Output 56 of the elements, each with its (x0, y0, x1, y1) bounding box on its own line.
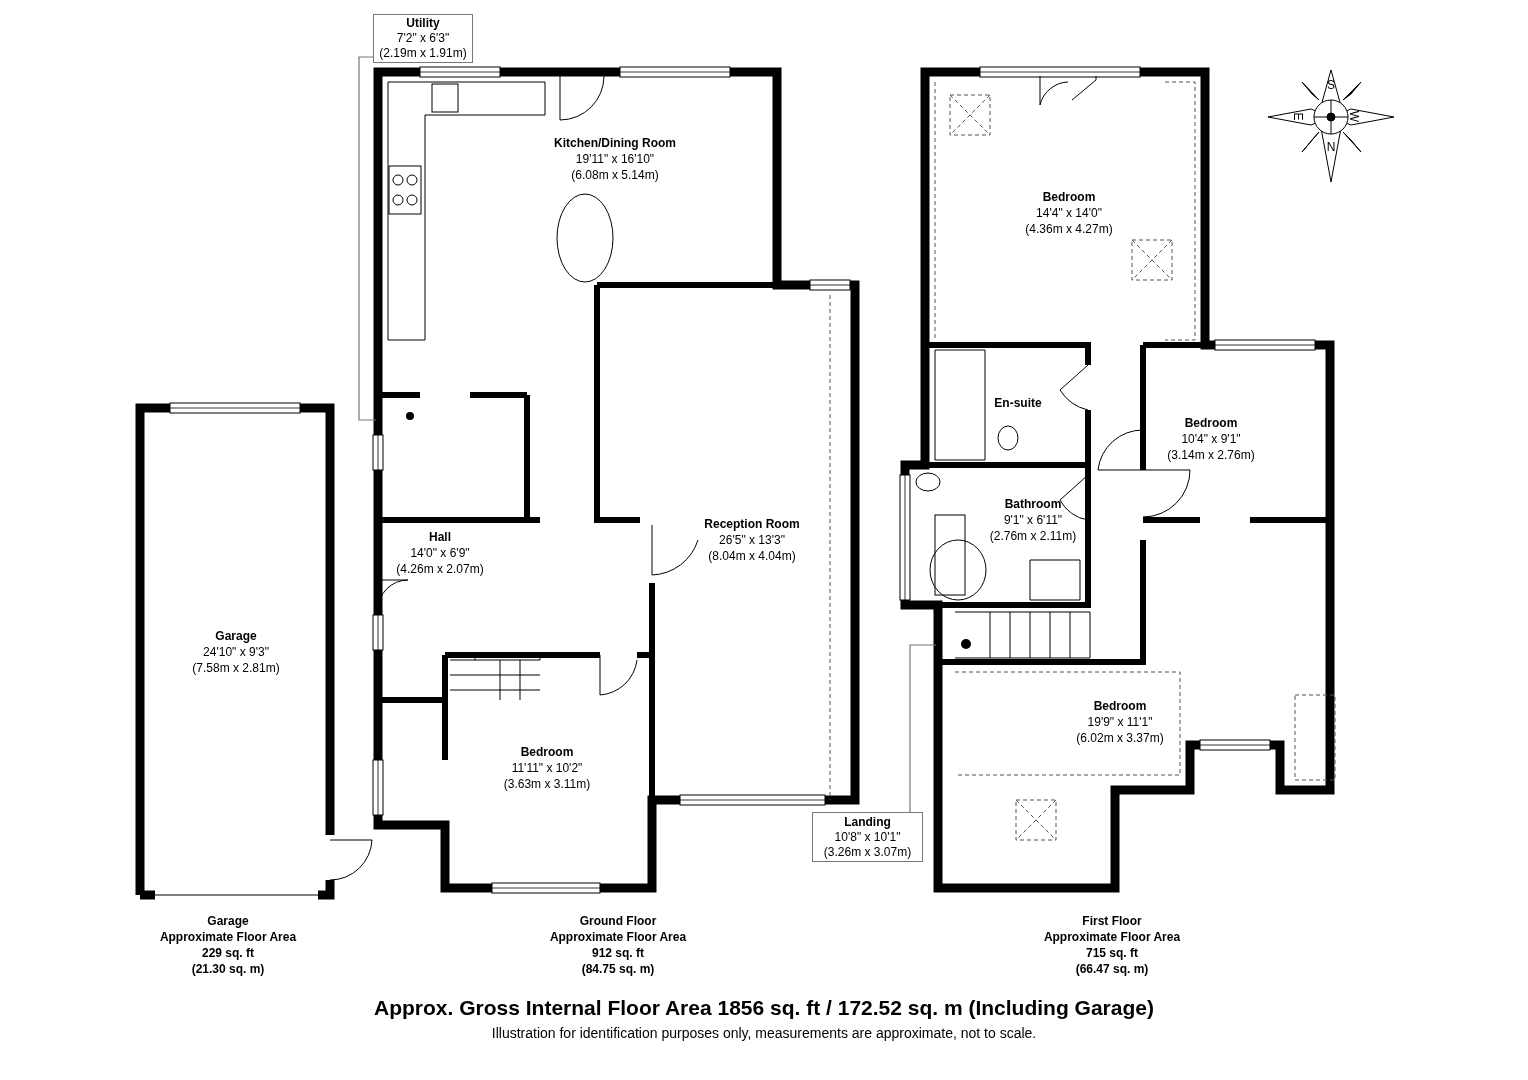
room-dimensions: 11'11" x 10'2" (511, 761, 583, 776)
room-dimensions: (4.26m x 2.07m) (396, 562, 484, 577)
floor-name: Ground Floor (579, 914, 657, 929)
compass-letter: N (1326, 140, 1336, 155)
room-dimensions: 19'11" x 16'10" (575, 152, 655, 167)
room-dimensions: 10'8" x 10'1" (834, 829, 901, 845)
floor-area-text: 912 sq. ft (592, 946, 644, 961)
title: Approx. Gross Internal Floor Area 1856 sq. ft / 172.52 sq. m (Including Garage) (374, 995, 1154, 1021)
room-dimensions: 10'4" x 9'1" (1181, 432, 1241, 447)
compass-letter: S (1327, 78, 1335, 93)
floor-name: Garage (207, 914, 249, 929)
room-name: Hall (429, 530, 451, 545)
room-label-box (812, 812, 923, 862)
compass-letter: W (1345, 110, 1361, 123)
room-dimensions: (2.76m x 2.11m) (989, 529, 1077, 544)
room-name: Kitchen/Dining Room (554, 136, 676, 151)
room-dimensions: 9'1" x 6'11" (1003, 513, 1063, 528)
room-name: Bedroom (1093, 699, 1147, 714)
caption: Illustration for identification purposes only, measurements are approximate, not to scale. (491, 1024, 1037, 1042)
floor-area-text: 229 sq. ft (202, 946, 254, 961)
room-dimensions: (8.04m x 4.04m) (708, 549, 796, 564)
room-name: Reception Room (704, 517, 800, 532)
leader-line (909, 644, 937, 813)
floor-area-text: 715 sq. ft (1086, 946, 1138, 961)
room-dimensions: (2.19m x 1.91m) (379, 46, 467, 61)
room-name: Bedroom (1042, 190, 1096, 205)
room-name: Utility (406, 16, 440, 31)
floor-name: First Floor (1082, 914, 1142, 929)
room-dimensions: (6.08m x 5.14m) (571, 168, 659, 183)
floor-area-text: (66.47 sq. m) (1075, 962, 1149, 977)
room-dimensions: 19'9" x 11'1" (1087, 715, 1153, 730)
room-dimensions: (3.63m x 3.11m) (503, 777, 591, 792)
room-name: Landing (844, 814, 891, 830)
room-dimensions: 14'0" x 6'9" (410, 546, 470, 561)
room-dimensions: (3.26m x 3.07m) (823, 844, 912, 860)
room-name: Garage (215, 629, 257, 644)
room-name: Bedroom (520, 745, 574, 760)
room-dimensions: 7'2" x 6'3" (396, 31, 450, 46)
room-name: Bathroom (1004, 497, 1062, 512)
floor-area-text: (21.30 sq. m) (191, 962, 265, 977)
leader-line (358, 56, 377, 421)
room-dimensions: (3.14m x 2.76m) (1167, 448, 1255, 463)
room-dimensions: (6.02m x 3.37m) (1076, 731, 1164, 746)
floor-area-text: Approximate Floor Area (549, 930, 687, 945)
compass-letter: E (1289, 112, 1305, 121)
floor-area-text: Approximate Floor Area (159, 930, 297, 945)
floor-area-text: (84.75 sq. m) (581, 962, 655, 977)
room-dimensions: 24'10" x 9'3" (203, 645, 269, 660)
room-dimensions: 26'5" x 13'3" (719, 533, 785, 548)
room-dimensions: 14'4" x 14'0" (1036, 206, 1102, 221)
room-name: Bedroom (1184, 416, 1238, 431)
room-dimensions: (7.58m x 2.81m) (192, 661, 280, 676)
room-name: En-suite (994, 396, 1042, 411)
room-dimensions: (4.36m x 4.27m) (1025, 222, 1113, 237)
room-label-box (373, 14, 473, 63)
floor-area-text: Approximate Floor Area (1043, 930, 1181, 945)
